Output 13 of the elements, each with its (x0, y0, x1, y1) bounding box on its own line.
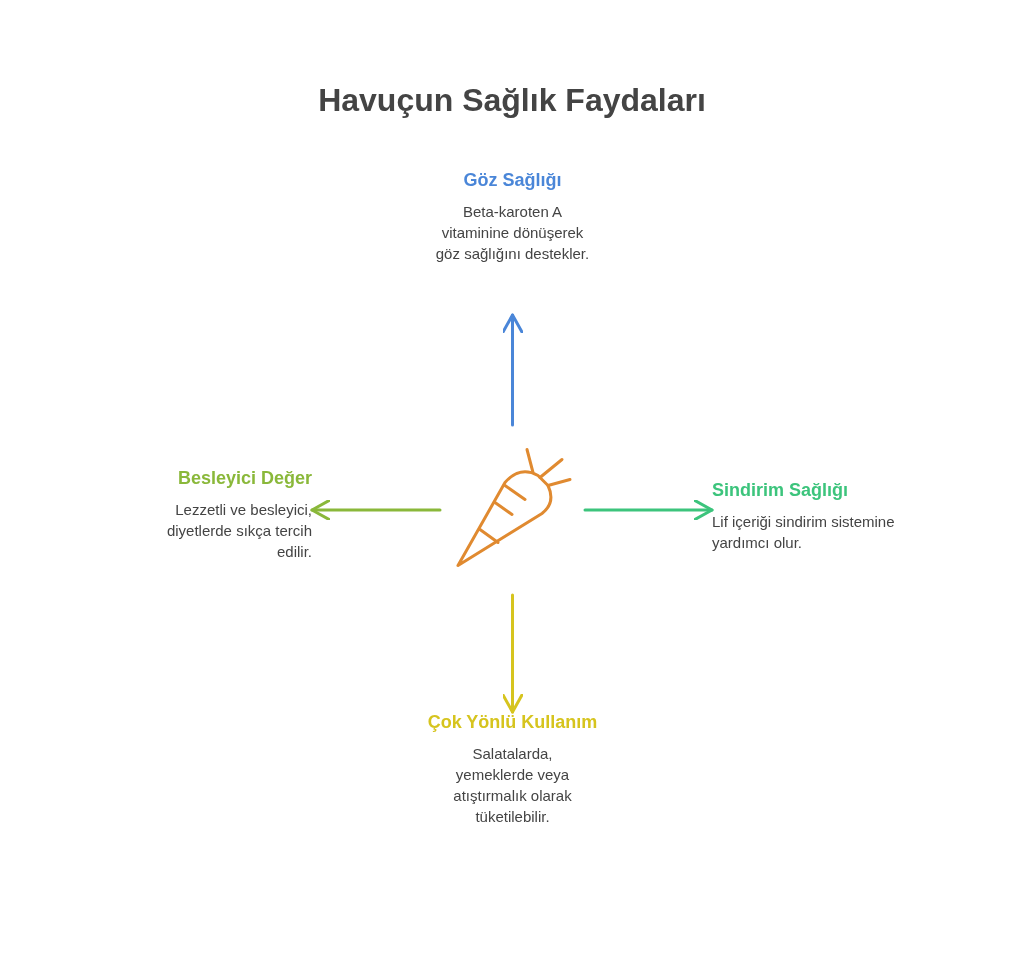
description: Lif içeriği sindirim sistemine yardımcı olur. (712, 512, 896, 553)
title: Havuçun Sağlık Faydaları (317, 82, 707, 119)
description: Salatalarda, yemeklerde veya atıştırmalık olarak tüketilebilir. (452, 744, 573, 827)
description: Beta-karoten A vitaminine dönüşerek göz sağlığını destekler. (434, 202, 591, 264)
heading: Sindirim Sağlığı (712, 480, 850, 501)
heading: Çok Yönlü Kullanım (426, 712, 599, 733)
heading: Besleyici Değer (176, 468, 312, 489)
arrow (501, 313, 524, 427)
arrow (310, 498, 442, 522)
arrow (583, 498, 714, 522)
arrow (501, 593, 524, 714)
heading: Göz Sağlığı (462, 170, 563, 191)
description: Lezzetli ve besleyici, diyetlerde sıkça tercih edilir. (165, 500, 312, 562)
